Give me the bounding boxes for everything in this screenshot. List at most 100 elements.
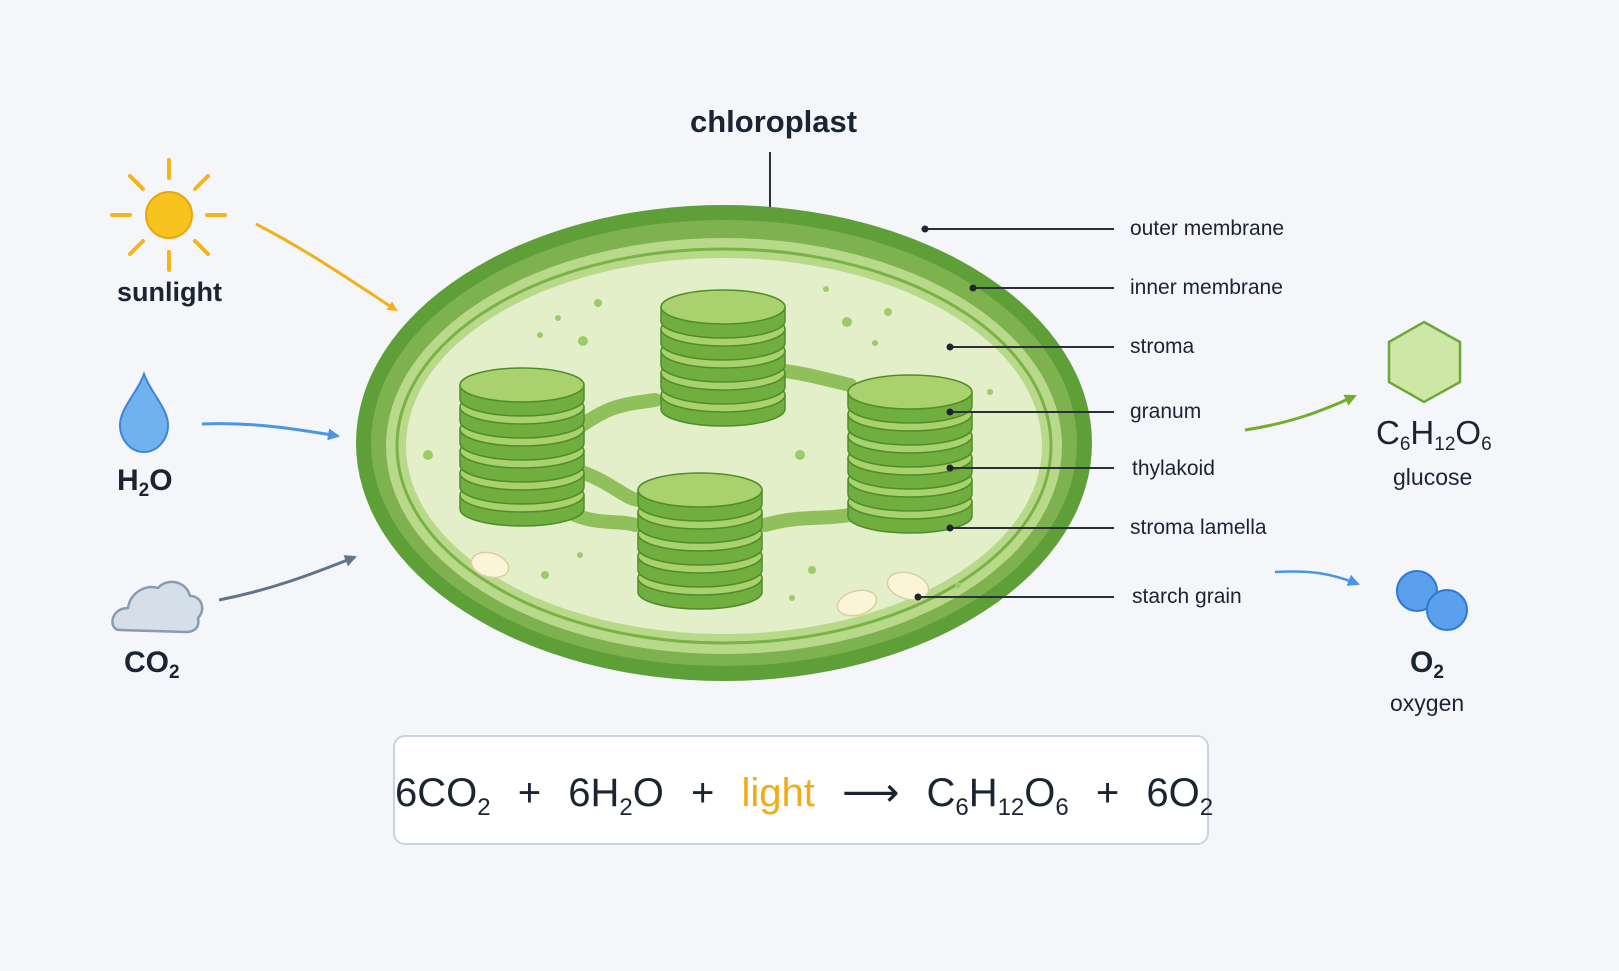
callout-dots [914,225,977,601]
stroma-dot [789,595,795,601]
stroma-dot [808,566,816,574]
water-drop-icon [118,370,170,454]
chloroplast-body [356,205,1092,681]
starch-grains [470,551,930,617]
stroma-dot [795,450,805,460]
oxygen-formula-o: O [1410,646,1434,679]
stroma-dot [823,286,829,292]
thylakoid-disc [459,367,585,417]
eq-light: light [741,771,815,815]
callout-stroma-lamella: stroma lamella [1130,516,1267,539]
oxygen-molecule-icon [1396,570,1468,631]
callout-thylakoid: thylakoid [1132,457,1215,480]
oxygen-formula-sub: 2 [1433,662,1444,683]
co2-formula-sub: 2 [169,662,180,683]
stroma-dot [577,552,583,558]
glucose-label: glucose [1393,464,1473,490]
eq-reactant-co2: 6CO [395,771,478,815]
photosynthesis-equation: 6CO2 + 6H2O + light ⟶ C6H12O6 + 6O2 [395,771,1213,821]
water-formula-h: H [117,464,139,497]
granum-stack [660,289,786,427]
inner-membrane-line [395,247,1053,645]
water-formula: H2O [117,464,173,501]
eq-product-o2: 6O [1146,771,1200,815]
callout-inner-membrane: inner membrane [1130,276,1283,299]
eq-plus-2: + [690,771,715,815]
thylakoid-disc [637,472,763,522]
water-arrow [201,422,340,441]
starch-grain-shape [886,571,930,601]
stroma-shape [406,258,1042,634]
thylakoid-disc [660,289,786,339]
sun-icon [110,158,227,272]
sunlight-arrow [255,222,398,312]
water-formula-sub: 2 [138,480,150,501]
callout-dot [921,225,929,233]
diagram-title: chloroplast [690,104,858,139]
glucose-formula: C6H12O6 [1376,416,1492,454]
stroma-dot [578,336,588,346]
eq-reactant-h2o-sub: 2 [619,794,633,821]
co2-arrow [218,555,357,602]
eq-arrow: ⟶ [841,771,900,815]
eq-product-h-sub: 12 [997,794,1025,821]
eq-plus-3: + [1095,771,1120,815]
callout-starch-grain: starch grain [1132,585,1242,608]
oxygen-label: oxygen [1390,690,1465,716]
callout-outer-membrane: outer membrane [1130,217,1285,240]
co2-formula-main: CO [124,646,169,679]
equation-box: 6CO2 + 6H2O + light ⟶ C6H12O6 + 6O2 [393,735,1213,845]
stroma-dot [987,389,993,395]
stroma-dot [594,299,602,307]
eq-plus-1: + [517,771,542,815]
sunlight-label: sunlight [117,277,222,307]
eq-reactant-h2o-a: 6H [568,771,620,815]
callout-dot [914,593,922,601]
stroma-dot [842,317,852,327]
water-formula-o: O [149,464,173,497]
stroma-dot [955,582,961,588]
stroma-dot [884,308,892,316]
granum-stack [637,472,763,610]
eq-product-o-sub: 6 [1055,794,1069,821]
callout-lines [918,228,1114,598]
granum-stack [459,367,585,527]
eq-product-c-sub: 6 [955,794,969,821]
callout-dot [969,284,977,292]
cloud-icon [111,580,204,634]
stroma-dot [541,571,549,579]
glucose-formula-h-sub: 12 [1434,434,1456,455]
stroma-dot [555,315,561,321]
callout-stroma: stroma [1130,335,1195,358]
stroma-dot [537,332,543,338]
lamella-5 [568,508,642,532]
eq-reactant-h2o-b: O [632,771,664,815]
glucose-formula-h: H [1410,414,1435,451]
stroma-dot [872,340,878,346]
glucose-formula-o: O [1455,414,1482,451]
eq-reactant-co2-sub: 2 [477,794,491,821]
lamella-4 [758,508,857,532]
stroma-particles [423,286,993,601]
oxygen-arrow [1274,570,1360,586]
stroma-dot [423,450,433,460]
eq-product-o2-sub: 2 [1199,794,1214,821]
eq-product-c: C [926,771,956,815]
oxygen-formula: O2 [1410,646,1444,683]
eq-product-h: H [968,771,998,815]
co2-formula: CO2 [124,646,180,683]
glucose-formula-o-sub: 6 [1481,434,1492,455]
callout-dot [946,524,954,532]
callout-granum: granum [1130,400,1202,423]
starch-grain-shape [836,589,878,617]
callout-dot [946,464,954,472]
callout-dot [946,343,954,351]
eq-product-o: O [1024,771,1056,815]
glucose-formula-c-sub: 6 [1399,434,1411,455]
callout-dot [946,408,954,416]
glucose-formula-c: C [1376,414,1400,451]
grana-group [459,289,973,610]
thylakoid-disc [847,374,973,424]
